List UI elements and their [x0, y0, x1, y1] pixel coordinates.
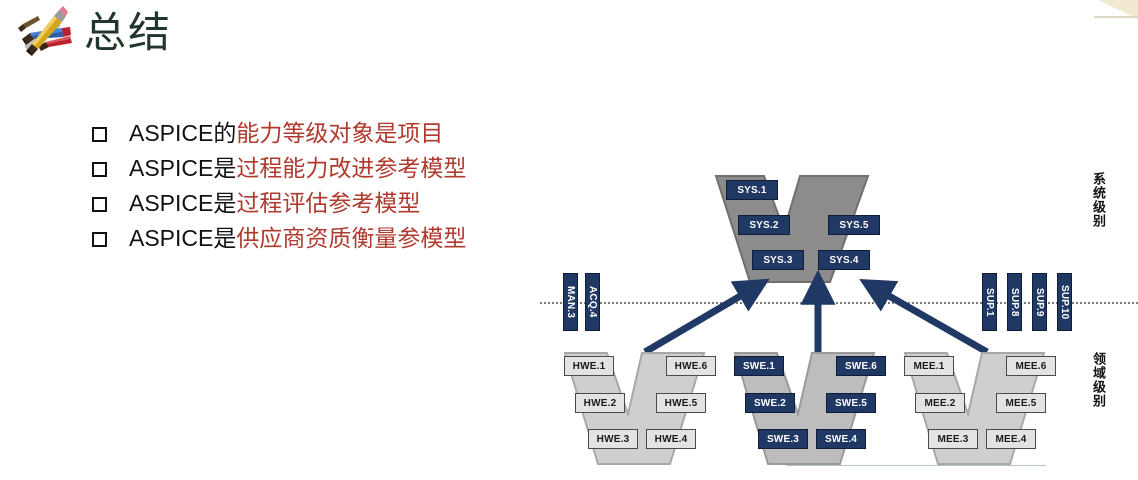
bullet-text: ASPICE是过程评估参考模型	[129, 188, 420, 219]
process-box-mee-4[interactable]: MEE.4	[986, 429, 1036, 449]
aspice-process-model-diagram: SYS.1 SYS.2 SYS.3 SYS.4 SYS.5 MAN.3 ACQ.…	[540, 160, 1138, 480]
process-box-hwe-6[interactable]: HWE.6	[666, 356, 716, 376]
slide-header: 总结	[0, 0, 1138, 72]
square-bullet-icon	[92, 127, 107, 142]
square-bullet-icon	[92, 232, 107, 247]
bullet-highlight: 过程评估参考模型	[236, 190, 421, 216]
list-item: ASPICE的能力等级对象是项目	[92, 118, 562, 153]
bullet-prefix: ASPICE的	[129, 120, 237, 146]
process-box-swe-6[interactable]: SWE.6	[836, 356, 886, 376]
process-box-hwe-3[interactable]: HWE.3	[588, 429, 638, 449]
process-box-swe-2[interactable]: SWE.2	[745, 393, 795, 413]
process-box-hwe-5[interactable]: HWE.5	[656, 393, 706, 413]
level-divider-dotted-line	[540, 302, 1138, 304]
bullet-prefix: ASPICE是	[129, 190, 237, 216]
process-box-swe-3[interactable]: SWE.3	[758, 429, 808, 449]
process-box-mee-6[interactable]: MEE.6	[1006, 356, 1056, 376]
square-bullet-icon	[92, 197, 107, 212]
page-title: 总结	[84, 8, 173, 57]
process-box-man-3[interactable]: MAN.3	[563, 273, 578, 331]
process-box-acq-4[interactable]: ACQ.4	[585, 273, 600, 331]
page-curl-decoration	[1092, 0, 1138, 20]
bullet-highlight: 过程能力改进参考模型	[236, 155, 467, 181]
pencils-icon	[12, 6, 78, 58]
arrow-mee-to-sys	[859, 278, 989, 356]
process-box-swe-1[interactable]: SWE.1	[734, 356, 784, 376]
process-box-sys-4[interactable]: SYS.4	[818, 250, 870, 270]
list-item: ASPICE是过程评估参考模型	[92, 188, 562, 223]
square-bullet-icon	[92, 162, 107, 177]
process-box-swe-5[interactable]: SWE.5	[826, 393, 876, 413]
bullet-prefix: ASPICE是	[129, 225, 237, 251]
bullet-text: ASPICE是供应商资质衡量参模型	[129, 223, 466, 254]
level-label-system: 系统级别	[1090, 172, 1105, 228]
arrow-hwe-to-sys	[643, 278, 770, 356]
bullet-prefix: ASPICE是	[129, 155, 237, 181]
bullet-highlight: 供应商资质衡量参模型	[236, 225, 467, 251]
list-item: ASPICE是过程能力改进参考模型	[92, 153, 562, 188]
process-box-mee-3[interactable]: MEE.3	[928, 429, 978, 449]
level-label-domain: 领域级别	[1090, 352, 1105, 408]
process-box-sys-1[interactable]: SYS.1	[726, 180, 778, 200]
process-box-sup-8[interactable]: SUP.8	[1007, 273, 1022, 331]
process-box-sys-2[interactable]: SYS.2	[738, 215, 790, 235]
process-box-mee-5[interactable]: MEE.5	[996, 393, 1046, 413]
diagram-baseline	[786, 465, 1046, 466]
process-box-sys-5[interactable]: SYS.5	[828, 215, 880, 235]
process-box-sys-3[interactable]: SYS.3	[752, 250, 804, 270]
process-box-swe-4[interactable]: SWE.4	[816, 429, 866, 449]
process-box-hwe-4[interactable]: HWE.4	[646, 429, 696, 449]
page-curl-edge	[1094, 16, 1138, 18]
process-box-hwe-2[interactable]: HWE.2	[575, 393, 625, 413]
process-box-mee-1[interactable]: MEE.1	[904, 356, 954, 376]
bullet-highlight: 能力等级对象是项目	[236, 120, 444, 146]
process-box-sup-10[interactable]: SUP.10	[1057, 273, 1072, 331]
list-item: ASPICE是供应商资质衡量参模型	[92, 223, 562, 258]
summary-bullet-list: ASPICE的能力等级对象是项目 ASPICE是过程能力改进参考模型 ASPIC…	[92, 118, 562, 258]
process-box-sup-1[interactable]: SUP.1	[982, 273, 997, 331]
process-box-hwe-1[interactable]: HWE.1	[564, 356, 614, 376]
bullet-text: ASPICE是过程能力改进参考模型	[129, 153, 466, 184]
process-box-sup-9[interactable]: SUP.9	[1032, 273, 1047, 331]
page-curl-triangle	[1094, 0, 1138, 20]
bullet-text: ASPICE的能力等级对象是项目	[129, 118, 443, 149]
process-box-mee-2[interactable]: MEE.2	[915, 393, 965, 413]
